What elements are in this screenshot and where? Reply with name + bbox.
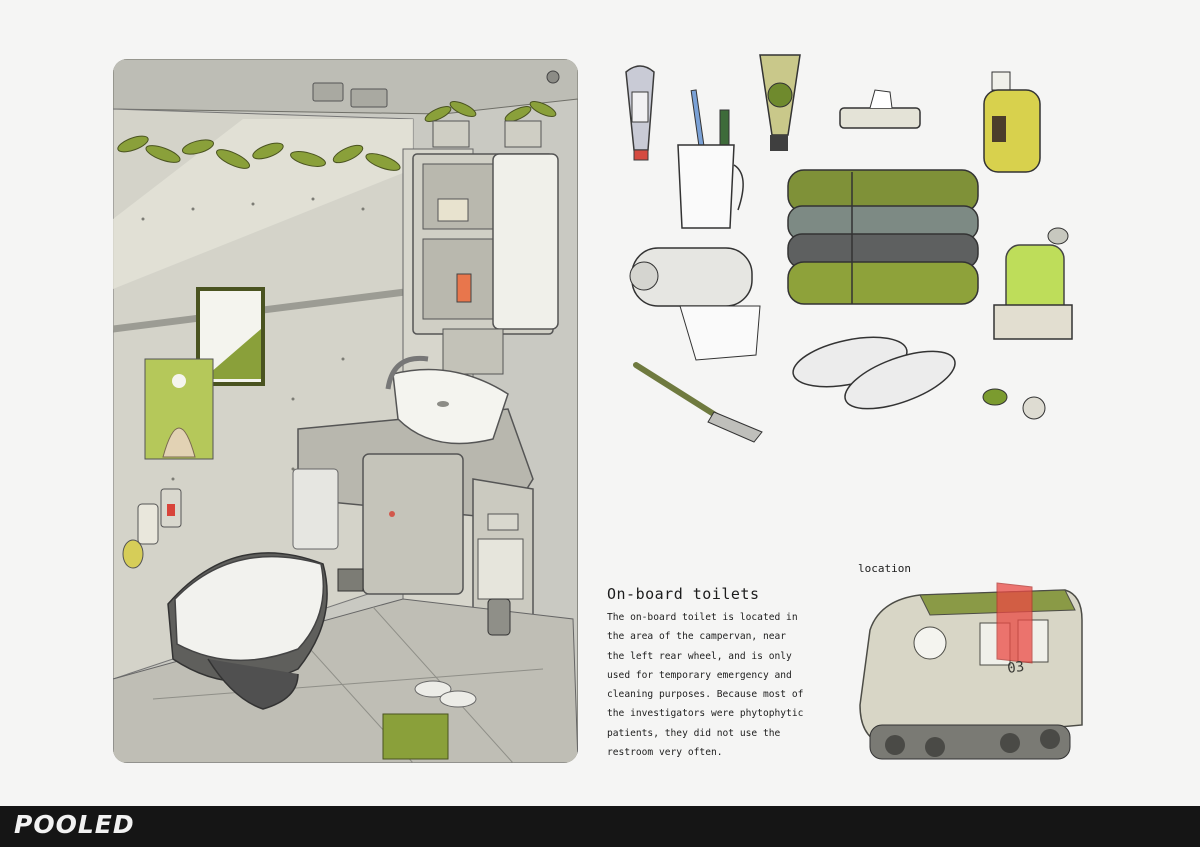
- comb-icon: [633, 362, 763, 443]
- footer-bar: POOLED: [0, 806, 1200, 847]
- brand-logo: POOLED: [14, 810, 135, 839]
- campervan-location-diagram: 03: [859, 582, 1083, 760]
- slippers-icon: [792, 336, 956, 410]
- ointment-tube-icon: [759, 54, 801, 151]
- location-label: location: [858, 562, 911, 575]
- soap-dispenser-icon: [983, 71, 1041, 173]
- soap-dish-icon: [982, 388, 1046, 420]
- section-description: The on-board toilet is located in the ar…: [607, 612, 804, 759]
- towel-stack-icon: [787, 169, 979, 305]
- wet-wipes-icon: [839, 89, 921, 129]
- section-title: On-board toilets: [607, 585, 760, 603]
- restroom-items-illustration: [625, 54, 1073, 443]
- toilet-paper-holder-icon: [629, 247, 761, 361]
- toothpaste-tube-icon: [625, 65, 655, 161]
- restroom-interior-illustration: [113, 59, 578, 763]
- toothbrush-cup-icon: [677, 89, 744, 229]
- sponge-bottle-icon: [993, 227, 1073, 340]
- svg-text:03: 03: [1006, 659, 1025, 677]
